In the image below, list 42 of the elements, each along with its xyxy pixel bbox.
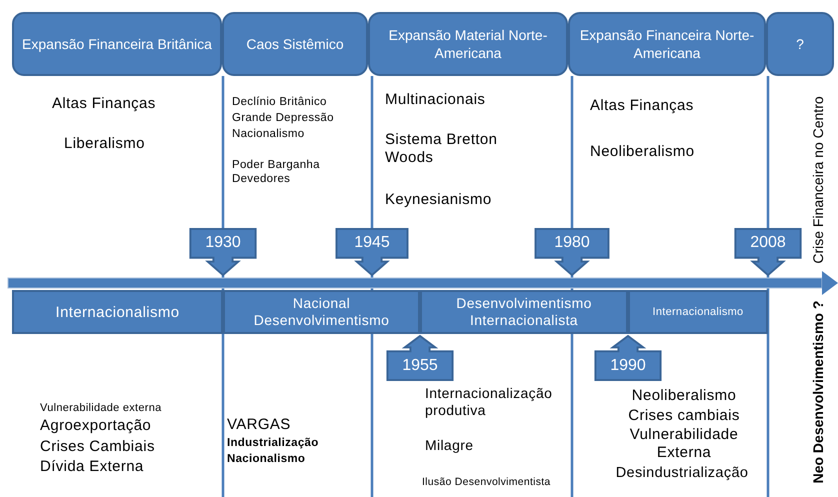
topic-text: Altas Finanças (52, 95, 156, 113)
topic-text: Crises Cambiais (40, 438, 155, 456)
up-year-callout: 1990 (594, 335, 662, 381)
topic-text: Grande Depressão (232, 112, 334, 126)
topic-text: Ilusão Desenvolvimentista (422, 476, 551, 489)
period-header-box: Expansão Financeira Norte-Americana (568, 12, 766, 76)
topic-text: Keynesianismo (385, 191, 492, 209)
topic-text: Nacionalismo (227, 453, 306, 467)
topic-text: Milagre (425, 437, 474, 454)
topic-text: Desindustrialização (614, 465, 750, 482)
down-year-callout: 1930 (189, 228, 257, 276)
topic-text: Vulnerabilidade externa (40, 402, 162, 416)
period-header-box: Expansão Financeira Britânica (12, 12, 222, 76)
phase-box: Internacionalismo (628, 290, 768, 334)
topic-text: Altas Finanças (590, 97, 694, 115)
phase-box: Nacional Desenvolvimentismo (223, 290, 420, 334)
topic-text: Liberalismo (64, 135, 145, 153)
topic-text: Nacionalismo (232, 128, 304, 142)
topic-text: Declínio Britânico (232, 96, 327, 110)
topic-text: Multinacionais (385, 91, 486, 109)
period-header-box: Expansão Material Norte-Americana (368, 12, 568, 76)
down-year-callout: 1980 (534, 228, 610, 276)
topic-text: Sistema Bretton Woods (385, 131, 498, 167)
topic-text: Internacionalização produtiva (425, 385, 554, 419)
topic-text: Vulnerabilidade Externa (628, 426, 740, 462)
topic-text: Crises cambiais (627, 407, 741, 425)
topic-text: Neoliberalismo (590, 143, 694, 161)
rotated-note: Neo Desenvolvimentismo ? (811, 300, 825, 484)
topic-text: VARGAS (227, 416, 291, 434)
rotated-note: Crise Financeira no Centro (811, 96, 825, 264)
topic-text: Neoliberalismo (630, 387, 738, 405)
period-header-box: Caos Sistêmico (222, 12, 368, 76)
down-year-callout: 1945 (335, 228, 409, 276)
up-year-callout: 1955 (386, 335, 454, 381)
down-year-callout: 2008 (734, 228, 802, 276)
topic-text: Agroexportação (40, 417, 152, 435)
phase-box: Internacionalismo (12, 290, 223, 334)
phase-box: Desenvolvimentismo Internacionalista (420, 290, 628, 334)
period-header-box: ? (766, 12, 834, 76)
topic-text: Industrialização (227, 437, 319, 451)
topic-text: Poder Barganha Devedores (232, 159, 321, 187)
topic-text: Dívida Externa (40, 458, 144, 476)
